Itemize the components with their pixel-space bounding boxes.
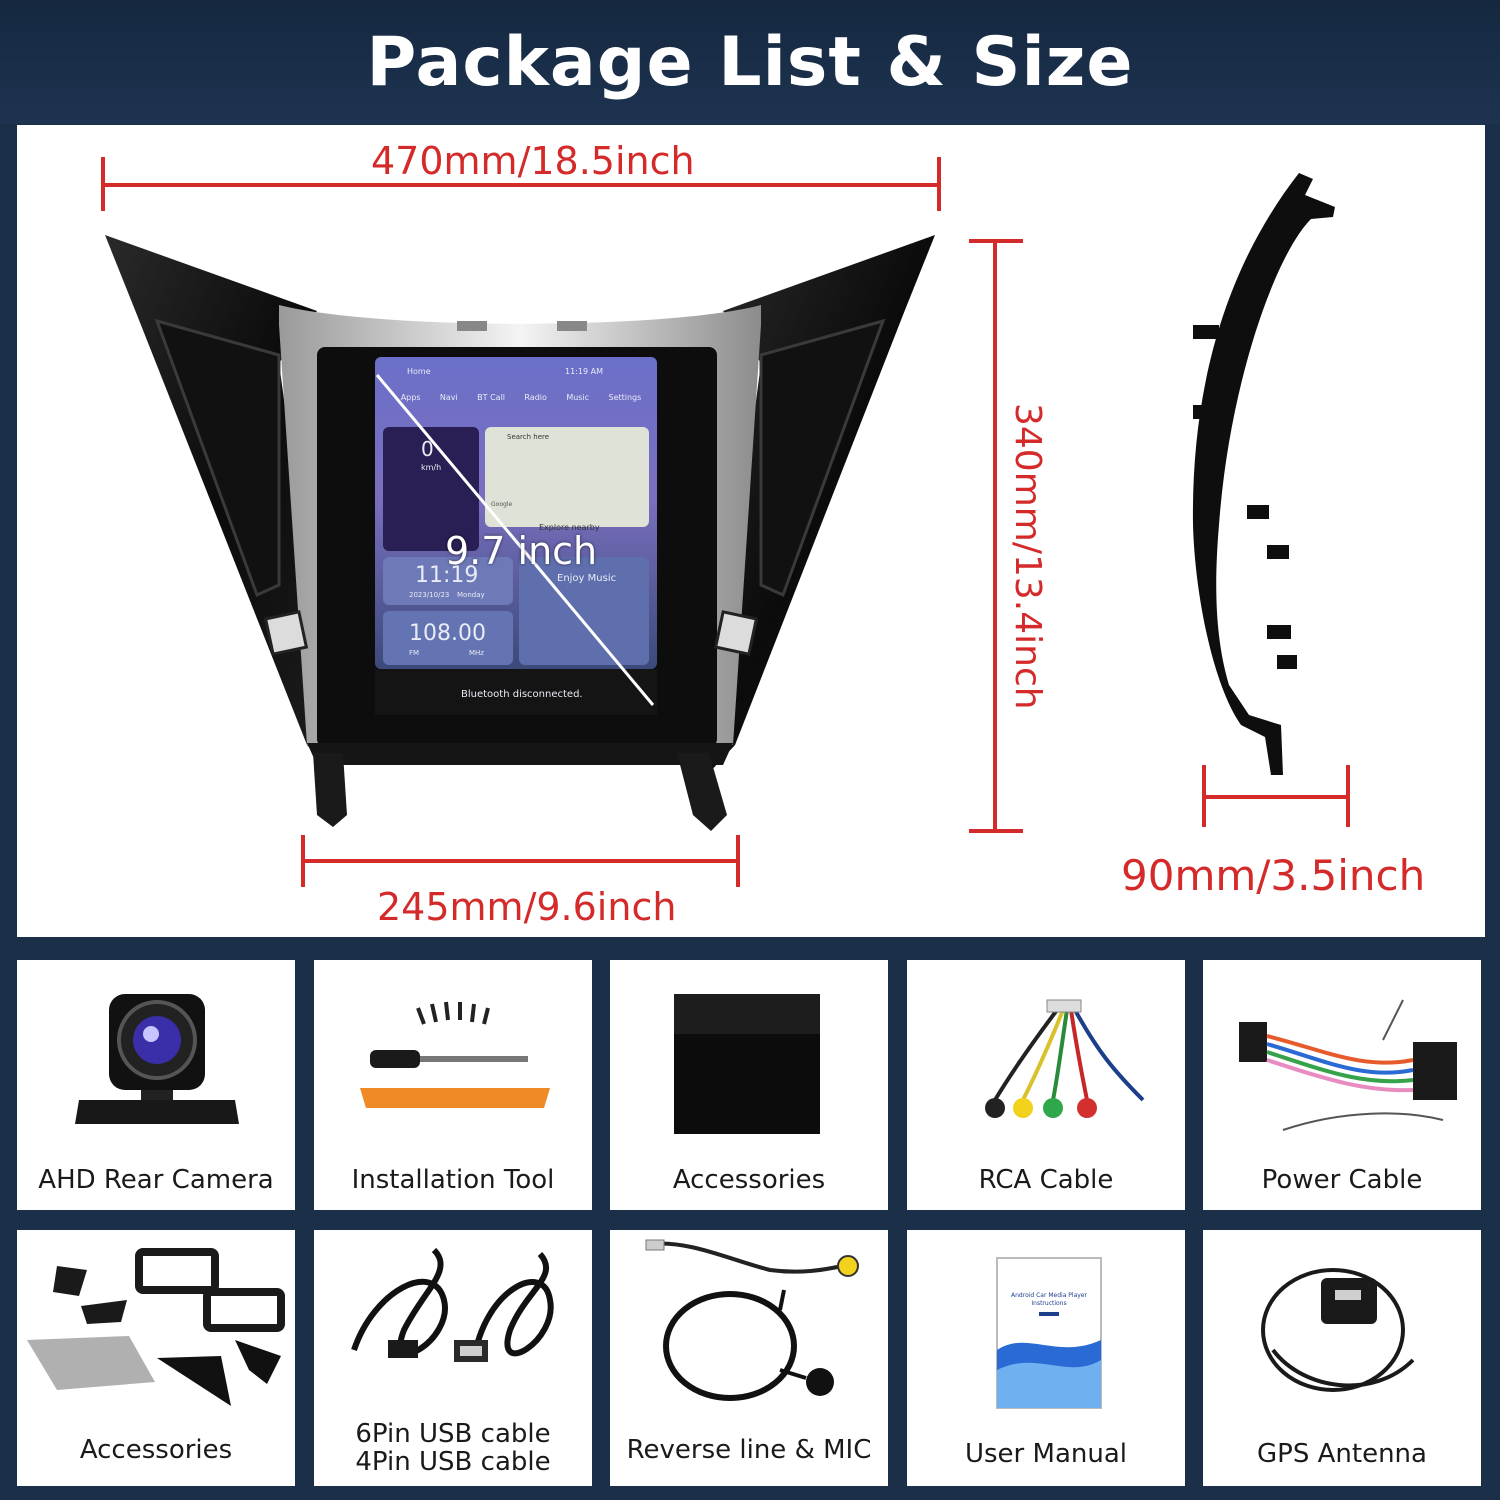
microphone-icon: [645, 1239, 859, 1401]
screen-diagonal-label: 9.7 inch: [445, 529, 598, 573]
usb-cable-icon: [351, 1247, 554, 1362]
clock-day: Monday: [457, 591, 485, 599]
map-search[interactable]: Search here: [507, 433, 550, 441]
item-card-reverse-line-mic: Reverse line & MIC: [610, 1230, 888, 1486]
item-label: Accessories: [79, 1435, 233, 1465]
power-harness-icon: [1239, 999, 1457, 1131]
screen-status-time: 11:19 AM: [565, 367, 603, 376]
item-card-user-manual: Android Car Media Player Instructions Us…: [907, 1230, 1185, 1486]
item-card-gps-antenna: GPS Antenna: [1203, 1230, 1481, 1486]
radio-band: FM: [409, 649, 420, 657]
rca-cable-icon: [985, 999, 1145, 1118]
bottom-width-label: 245mm/9.6inch: [377, 885, 677, 929]
location-pin-icon[interactable]: Navi: [439, 393, 458, 402]
dimension-lines: [101, 157, 1350, 887]
map-brand: Google: [491, 501, 513, 508]
item-card-rca-cable: RCA Cable: [907, 960, 1185, 1210]
manual-booklet-icon: [996, 1257, 1102, 1409]
speed-value: 0: [421, 437, 434, 461]
trim-pieces-icon: [27, 1248, 285, 1406]
apps-icon[interactable]: Apps: [400, 393, 421, 402]
item-card-installation-tool: Installation Tool: [314, 960, 592, 1210]
clock-date: 2023/10/23: [409, 591, 450, 599]
head-unit-side-profile: [1192, 173, 1335, 775]
clock-time: 11:19: [415, 563, 479, 588]
item-label: Power Cable: [1261, 1165, 1423, 1195]
bluetooth-icon[interactable]: BT Call: [477, 393, 506, 402]
page-header: Package List & Size: [0, 0, 1500, 124]
manual-cover-title: Android Car Media Player Instructions: [1011, 1292, 1087, 1307]
item-label-secondary: 4Pin USB cable: [355, 1447, 551, 1477]
tool-kit-icon: [360, 1001, 550, 1108]
top-width-label: 470mm/18.5inch: [371, 139, 695, 183]
item-card-usb-cable: 6Pin USB cable 4Pin USB cable: [314, 1230, 592, 1486]
radio-icon[interactable]: Radio: [524, 393, 547, 402]
item-label: Accessories: [672, 1165, 826, 1195]
item-label: 6Pin USB cable: [355, 1419, 551, 1449]
item-label: GPS Antenna: [1257, 1439, 1427, 1469]
item-card-accessories-pouch: Accessories: [610, 960, 888, 1210]
radio-frequency: 108.00: [409, 621, 486, 646]
item-card-power-cable: Power Cable: [1203, 960, 1481, 1210]
head-unit-illustration: [101, 157, 1350, 887]
screen-status-home: Home: [407, 367, 431, 376]
map-explore[interactable]: Explore nearby: [539, 523, 600, 532]
page-title: Package List & Size: [366, 22, 1134, 102]
depth-label: 90mm/3.5inch: [1121, 851, 1426, 900]
screen-app-bar: Apps Navi BT Call Radio Music Settings: [391, 393, 651, 419]
rear-camera-icon: [75, 994, 239, 1124]
item-label: User Manual: [964, 1439, 1127, 1469]
item-card-trim-accessories: Accessories: [17, 1230, 295, 1486]
item-label: RCA Cable: [978, 1165, 1114, 1195]
bluetooth-status: Bluetooth disconnected.: [461, 689, 583, 700]
radio-unit: MHz: [469, 649, 484, 657]
black-pouch-icon: [674, 994, 820, 1134]
item-label: Installation Tool: [351, 1165, 555, 1195]
item-card-rear-camera: AHD Rear Camera: [17, 960, 295, 1210]
speed-unit: km/h: [421, 463, 442, 472]
head-unit-front: [105, 235, 935, 831]
product-dimension-panel: 470mm/18.5inch 340mm/13.4inch 245mm/9.6i…: [17, 125, 1485, 937]
gear-icon[interactable]: Settings: [608, 393, 642, 402]
item-label: AHD Rear Camera: [38, 1165, 274, 1195]
item-label: Reverse line & MIC: [626, 1435, 872, 1465]
height-label: 340mm/13.4inch: [1007, 403, 1048, 710]
music-note-icon[interactable]: Music: [566, 393, 590, 402]
gps-antenna-icon: [1261, 1268, 1415, 1392]
music-label: Enjoy Music: [557, 573, 617, 584]
